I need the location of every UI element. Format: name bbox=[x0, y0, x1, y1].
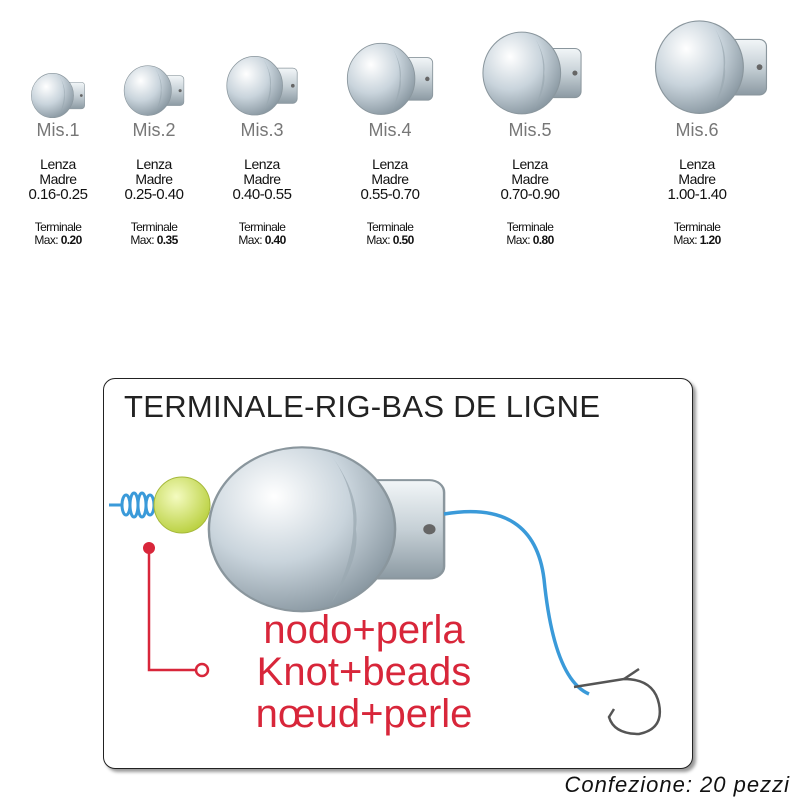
rig-illustration bbox=[109, 446, 662, 736]
max-label: Max: bbox=[34, 233, 58, 247]
terminale-label: Terminale bbox=[506, 220, 554, 234]
size-name: Mis.2 bbox=[132, 120, 176, 140]
stopper-icon bbox=[31, 73, 85, 119]
fishing-line bbox=[443, 509, 590, 696]
madre-label: Madre bbox=[135, 171, 173, 187]
size-name: Mis.6 bbox=[675, 120, 719, 140]
label-italian: nodo+perla bbox=[263, 608, 465, 652]
label-english: Knot+beads bbox=[256, 650, 472, 694]
lenza-label: Lenza bbox=[40, 156, 76, 172]
size-name: Mis.4 bbox=[368, 120, 412, 140]
max-value: 0.20 bbox=[60, 233, 83, 247]
madre-label: Madre bbox=[511, 171, 549, 187]
lenza-label: Lenza bbox=[244, 156, 280, 172]
terminale-label: Terminale bbox=[130, 220, 178, 234]
max-label: Max: bbox=[506, 233, 530, 247]
max-value: 1.20 bbox=[699, 233, 722, 247]
hook-icon bbox=[573, 667, 662, 736]
terminale-label: Terminale bbox=[238, 220, 286, 234]
range: 0.40-0.55 bbox=[232, 186, 292, 203]
knot-icon bbox=[109, 491, 156, 519]
size-name: Mis.3 bbox=[240, 120, 284, 140]
range: 0.55-0.70 bbox=[360, 186, 420, 203]
range: 0.70-0.90 bbox=[500, 186, 560, 203]
lenza-label: Lenza bbox=[136, 156, 172, 172]
madre-label: Madre bbox=[371, 171, 409, 187]
package-quantity: Confezione: 20 pezzi bbox=[564, 772, 790, 797]
terminale-label: Terminale bbox=[673, 220, 721, 234]
range: 0.25-0.40 bbox=[124, 186, 184, 203]
max-value: 0.35 bbox=[156, 233, 179, 247]
madre-label: Madre bbox=[39, 171, 77, 187]
max-label: Max: bbox=[673, 233, 697, 247]
bead-icon bbox=[153, 476, 211, 534]
range: 0.16-0.25 bbox=[28, 186, 88, 203]
lenza-label: Lenza bbox=[679, 156, 715, 172]
stopper-large-icon bbox=[207, 446, 446, 613]
rig-diagram-panel: TERMINALE-RIG-BAS DE LIGNE nodo+perla Kn… bbox=[103, 378, 693, 769]
stopper-icon bbox=[346, 42, 434, 115]
pointer-line bbox=[147, 551, 210, 678]
max-value: 0.80 bbox=[532, 233, 555, 247]
label-french: nœud+perle bbox=[255, 692, 473, 736]
max-value: 0.40 bbox=[264, 233, 287, 247]
terminale-label: Terminale bbox=[34, 220, 82, 234]
max-value: 0.50 bbox=[392, 233, 415, 247]
lenza-label: Lenza bbox=[372, 156, 408, 172]
max-label: Max: bbox=[238, 233, 262, 247]
madre-label: Madre bbox=[678, 171, 716, 187]
stopper-icon bbox=[123, 65, 185, 116]
max-label: Max: bbox=[130, 233, 154, 247]
size-name: Mis.5 bbox=[508, 120, 552, 140]
stopper-icon bbox=[654, 20, 768, 114]
terminale-label: Terminale bbox=[366, 220, 414, 234]
madre-label: Madre bbox=[243, 171, 281, 187]
size-name: Mis.1 bbox=[36, 120, 80, 140]
pointer-dot bbox=[143, 542, 155, 554]
stopper-icon bbox=[482, 31, 582, 115]
rig-title: TERMINALE-RIG-BAS DE LIGNE bbox=[124, 389, 601, 424]
lenza-label: Lenza bbox=[512, 156, 548, 172]
stopper-icon bbox=[226, 56, 298, 116]
range: 1.00-1.40 bbox=[667, 186, 727, 203]
max-label: Max: bbox=[366, 233, 390, 247]
